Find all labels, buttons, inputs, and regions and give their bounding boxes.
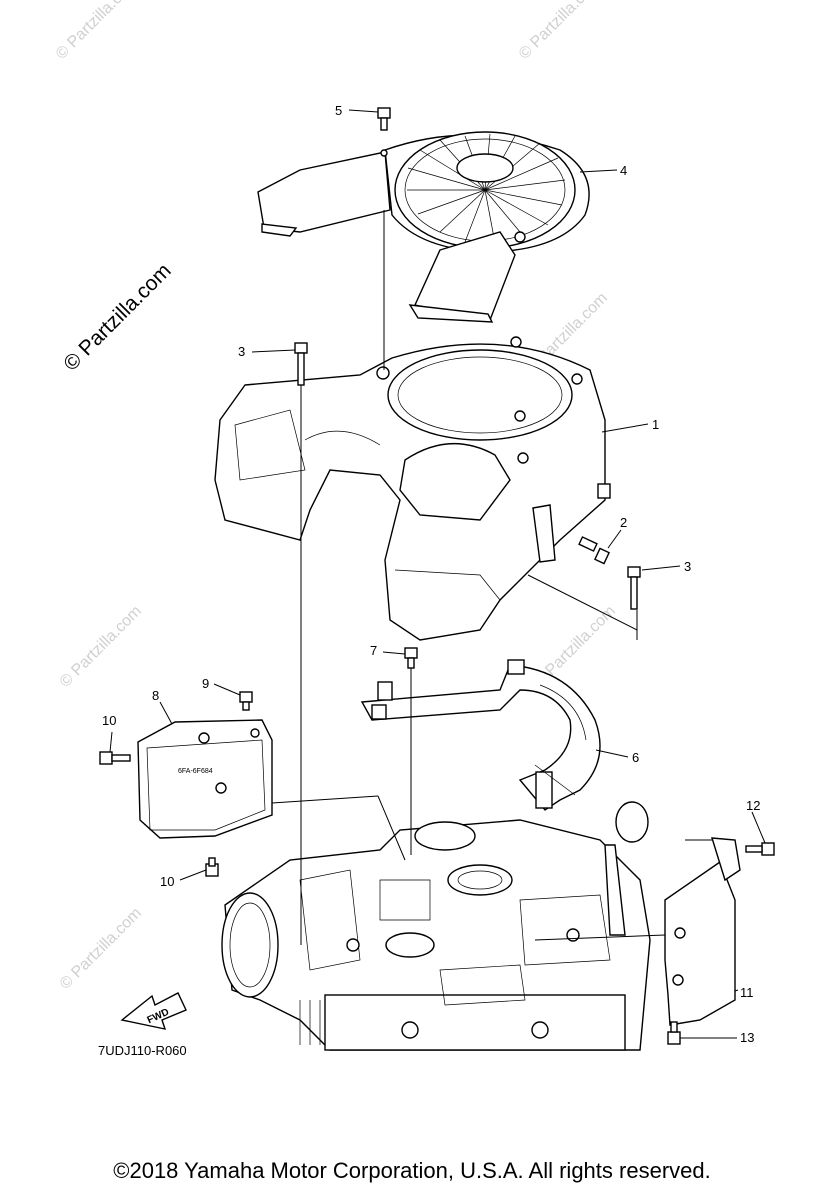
leader-lines <box>109 109 766 1039</box>
part-8-cover: 6FA-6F684 <box>137 719 273 839</box>
part-10-bolt-lower <box>205 857 219 877</box>
part-1-housing <box>214 336 611 641</box>
callout-7: 7 <box>370 643 377 658</box>
callout-4: 4 <box>620 163 627 178</box>
cover-marking: 6FA-6F684 <box>178 768 213 775</box>
callout-10-upper: 10 <box>102 713 116 728</box>
callout-10-lower: 10 <box>160 874 174 889</box>
callout-8: 8 <box>152 688 159 703</box>
watermark-main: © Partzilla.com <box>59 259 175 375</box>
part-6-bracket <box>360 659 601 811</box>
part-10-bolt-upper <box>99 751 131 765</box>
watermark-faint-2: © Partzilla.com <box>516 0 604 63</box>
part-3-bolt-lower <box>627 566 641 610</box>
callouts: 5 4 3 1 2 3 7 9 8 10 6 12 10 11 13 <box>102 103 760 1045</box>
part-9-bolt <box>239 691 253 711</box>
reference-code: 7UDJ110-R060 <box>98 1043 187 1058</box>
part-3-bolt-upper <box>294 342 308 386</box>
part-4-fan-cover <box>257 131 590 323</box>
part-7-bolt <box>404 647 418 669</box>
copyright-notice: ©2018 Yamaha Motor Corporation, U.S.A. A… <box>113 1158 711 1183</box>
part-12-bolt <box>745 842 775 856</box>
callout-13: 13 <box>740 1030 754 1045</box>
callout-2: 2 <box>620 515 627 530</box>
callout-11: 11 <box>740 985 754 1000</box>
callout-5: 5 <box>335 103 342 118</box>
callout-12: 12 <box>746 798 760 813</box>
part-2-bolt <box>578 536 610 565</box>
watermark-faint-4: © Partzilla.com <box>57 603 145 691</box>
callout-3-upper: 3 <box>238 344 245 359</box>
part-11-cover <box>664 837 741 1026</box>
engine-block <box>221 801 651 1051</box>
callout-1: 1 <box>652 417 659 432</box>
fwd-arrow: FWD <box>120 992 187 1030</box>
callout-9: 9 <box>202 676 209 691</box>
part-5-bolt <box>377 107 391 131</box>
callout-3-lower: 3 <box>684 559 691 574</box>
watermark-faint-6: © Partzilla.com <box>57 905 145 993</box>
watermark-faint-1: © Partzilla.com <box>53 0 141 63</box>
callout-6: 6 <box>632 750 639 765</box>
